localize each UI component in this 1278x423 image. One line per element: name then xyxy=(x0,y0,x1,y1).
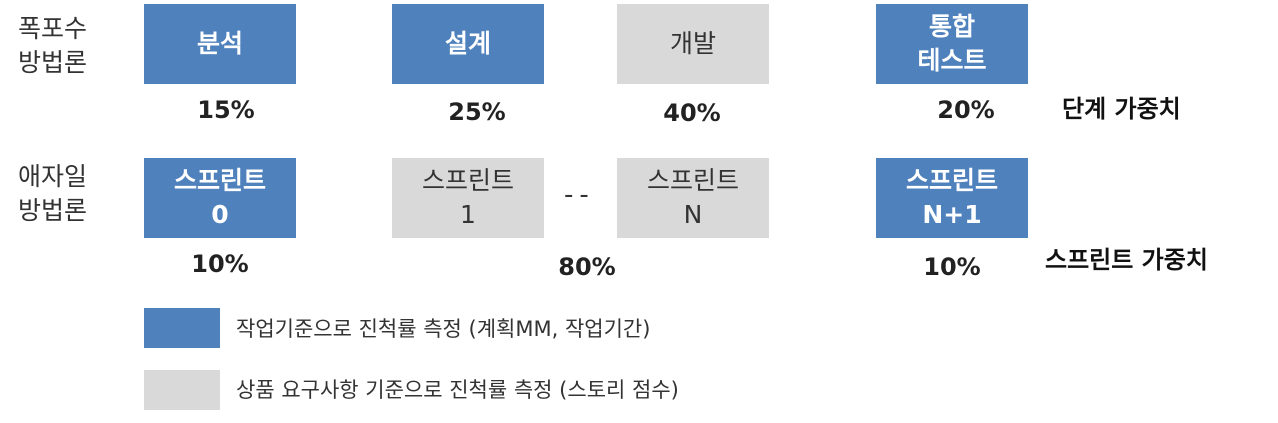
sprint-weight-label: 스프린트 가중치 xyxy=(1045,246,1208,274)
legend-text-gray: 상품 요구사항 기준으로 진척률 측정 (스토리 점수) xyxy=(236,378,679,402)
sprint-ellipsis: -- xyxy=(564,180,595,210)
phase-integration-test-box: 통합 테스트 xyxy=(876,4,1028,84)
sprint-n-box: 스프린트 N xyxy=(617,158,769,238)
phase-design-box: 설계 xyxy=(392,4,544,84)
sprint-n-label-line2: N xyxy=(683,200,703,229)
sprint-n-plus-1-box: 스프린트 N+1 xyxy=(876,158,1028,238)
sprint-1-box: 스프린트 1 xyxy=(392,158,544,238)
phase-integration-test-label-line2: 테스트 xyxy=(917,46,987,75)
sprint-0-label-line1: 스프린트 xyxy=(173,166,266,195)
middle-sprints-weight: 80% xyxy=(558,253,616,281)
phase-development-weight: 40% xyxy=(663,99,721,127)
sprint-0-box: 스프린트 0 xyxy=(144,158,296,238)
phase-design-label: 설계 xyxy=(444,29,491,58)
sprint-n-plus-1-label-line1: 스프린트 xyxy=(905,166,998,195)
waterfall-row-label: 폭포수 방법론 xyxy=(18,14,88,77)
sprint-n-plus-1-weight: 10% xyxy=(923,253,981,281)
sprint-1-label-line2: 1 xyxy=(460,200,476,229)
phase-development-box: 개발 xyxy=(617,4,769,84)
phase-weight-label: 단계 가중치 xyxy=(1062,95,1181,123)
legend-swatch-gray xyxy=(144,370,220,410)
sprint-0-weight: 10% xyxy=(191,250,249,278)
legend-text-blue: 작업기준으로 진척률 측정 (계획MM, 작업기간) xyxy=(236,317,651,341)
sprint-1-label-line1: 스프린트 xyxy=(421,166,514,195)
phase-analysis-weight: 15% xyxy=(197,96,255,124)
phase-analysis-box: 분석 xyxy=(144,4,296,84)
legend-swatch-blue xyxy=(144,308,220,348)
sprint-n-label-line1: 스프린트 xyxy=(646,166,739,195)
phase-design-weight: 25% xyxy=(448,98,506,126)
phase-analysis-label: 분석 xyxy=(196,29,243,58)
sprint-n-plus-1-label-line2: N+1 xyxy=(922,200,982,229)
sprint-0-label-line2: 0 xyxy=(211,200,229,229)
phase-integration-test-label-line1: 통합 xyxy=(928,12,975,41)
phase-integration-test-weight: 20% xyxy=(937,96,995,124)
phase-development-label: 개발 xyxy=(669,29,716,58)
agile-row-label: 애자일 방법론 xyxy=(18,162,88,225)
